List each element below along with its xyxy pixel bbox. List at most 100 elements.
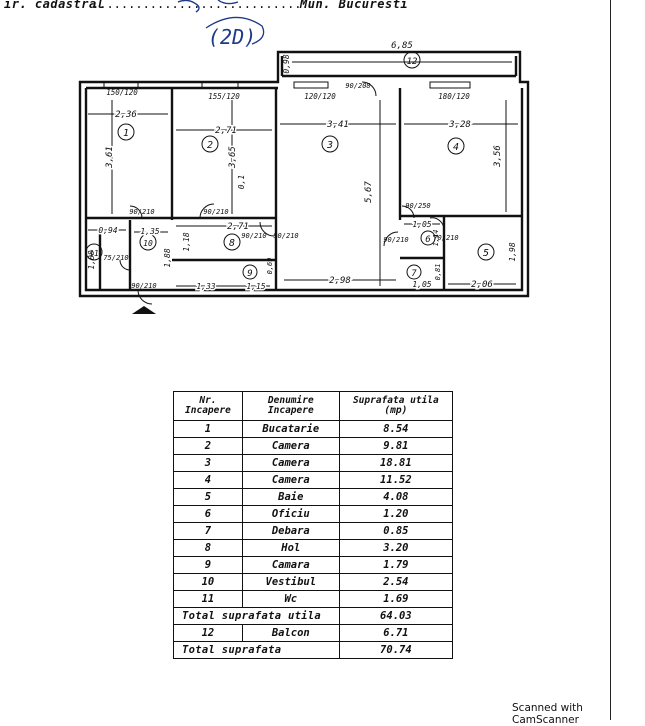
total-label: Total suprafata xyxy=(173,641,340,659)
dimension-lines xyxy=(88,61,518,287)
total-util-label: Total suprafata utila xyxy=(173,607,340,625)
door-labels: 90/210 90/210 90/210 90/208 90/250 90/21… xyxy=(103,82,458,290)
dimension-label: 2,06 xyxy=(471,280,493,290)
total-value: 70.74 xyxy=(338,641,454,659)
dimension-label: 2,36 xyxy=(115,110,137,120)
cell-name: Balcon xyxy=(241,624,340,642)
cell-nr: 6 xyxy=(173,505,243,523)
door-label: 90/210 xyxy=(203,208,228,216)
header-line: ir. cadastral ..........................… xyxy=(0,0,610,14)
entrance-arrow xyxy=(132,306,156,314)
room-number-circles xyxy=(85,51,495,280)
window-marks xyxy=(103,81,471,305)
cell-nr: 4 xyxy=(173,471,243,489)
dimension-label: 3,65 xyxy=(228,146,238,169)
window-labels: 150/120 155/120 120/120 180/120 xyxy=(106,88,470,101)
cell-name: Baie xyxy=(241,488,340,506)
dimension-label: 3,28 xyxy=(448,120,471,130)
dimension-label: 1,05 xyxy=(412,220,431,229)
total-util-row: Total suprafata utila 64.03 xyxy=(173,607,454,625)
window-label: 150/120 xyxy=(106,88,138,97)
handwritten-scribble: (2D) xyxy=(177,0,265,49)
cell-nr: 12 xyxy=(173,624,243,642)
dimension-label: 1,88 xyxy=(87,250,96,269)
dimension-label: 3,56 xyxy=(493,145,503,168)
door-label: 90/210 xyxy=(241,232,266,240)
cell-area: 11.52 xyxy=(338,471,454,489)
header-nr: Nr. Incapere xyxy=(173,391,243,421)
cell-area: 4.08 xyxy=(338,488,454,506)
window-label: 155/120 xyxy=(208,92,240,101)
total-util-value: 64.03 xyxy=(338,607,454,625)
cell-name: Debara xyxy=(241,522,340,540)
cell-nr: 2 xyxy=(173,437,243,455)
door-label: 90/210 xyxy=(131,282,156,290)
door-label: 90/208 xyxy=(345,82,370,90)
window-label: 180/120 xyxy=(438,92,470,101)
dimension-label: 1,98 xyxy=(508,242,517,261)
room-number: 6 xyxy=(425,235,430,245)
door-label: 90/210 xyxy=(273,232,298,240)
cell-nr: 10 xyxy=(173,573,243,591)
cell-nr: 3 xyxy=(173,454,243,472)
cell-area: 18.81 xyxy=(338,454,454,472)
depth-dimensions: 3,61 3,65 5,67 3,56 1,98 1,14 0,81 1,18 … xyxy=(87,54,517,280)
total-row: Total suprafata 70.74 xyxy=(173,641,454,659)
room-number: 2 xyxy=(207,140,213,151)
dimension-label: 2,71 xyxy=(227,222,249,232)
width-dimensions: 2,36 2,71 3,41 3,28 2,06 1,05 1,05 2,71 … xyxy=(97,41,494,293)
cell-name: Bucatarie xyxy=(241,420,340,438)
dimension-label: 0,94 xyxy=(98,226,117,235)
room-number: 9 xyxy=(247,269,252,279)
cell-area: 3.20 xyxy=(338,539,454,557)
cell-name: Camara xyxy=(241,556,340,574)
cell-area: 2.54 xyxy=(338,573,454,591)
room-number: 11 xyxy=(89,249,99,258)
dimension-label: 6,85 xyxy=(391,41,413,51)
header-name: Denumire Incapere xyxy=(241,391,340,421)
dimension-label: 1,18 xyxy=(182,232,191,251)
door-label: 90/210 xyxy=(129,208,154,216)
balcony-row: 12 Balcon 6.71 xyxy=(173,624,454,642)
cell-area: 8.54 xyxy=(338,420,454,438)
dimension-label: 1,35 xyxy=(140,227,159,236)
cell-area: 6.71 xyxy=(338,624,454,642)
room-number: 3 xyxy=(326,140,333,151)
dimension-label: 1,14 xyxy=(432,230,440,247)
cell-area: 1.79 xyxy=(338,556,454,574)
dimension-label: 0,69 xyxy=(266,258,274,275)
dimension-label: 1,33 xyxy=(196,282,215,291)
dimension-label: 2,98 xyxy=(329,276,351,286)
cell-nr: 7 xyxy=(173,522,243,540)
walls xyxy=(78,50,530,298)
room-number: 5 xyxy=(483,248,489,259)
door-label: 90/250 xyxy=(405,202,430,210)
cadastral-label: ir. cadastral xyxy=(4,0,105,11)
cell-name: Camera xyxy=(241,471,340,489)
cell-name: Vestibul xyxy=(241,573,340,591)
dimension-label: 0,81 xyxy=(434,264,442,281)
dimension-label: 0,1 xyxy=(237,175,246,189)
cell-nr: 5 xyxy=(173,488,243,506)
dimension-label: 2,71 xyxy=(215,126,237,136)
cadastral-dots: ............................... xyxy=(92,0,316,11)
handwritten-note: (2D) xyxy=(208,25,256,49)
cell-nr: 11 xyxy=(173,590,243,608)
room-numbers: 1 2 3 4 5 6 7 8 9 10 11 12 xyxy=(89,57,489,279)
right-margin-rule xyxy=(610,0,611,720)
cell-area: 1.69 xyxy=(338,590,454,608)
scanner-watermark: Scanned with CamScanner xyxy=(512,702,583,726)
door-label: 70/210 xyxy=(433,234,458,242)
cell-area: 1.20 xyxy=(338,505,454,523)
header-area: Suprafata utila (mp) xyxy=(338,391,454,421)
window-label: 120/120 xyxy=(304,92,336,101)
cell-name: Hol xyxy=(241,539,340,557)
